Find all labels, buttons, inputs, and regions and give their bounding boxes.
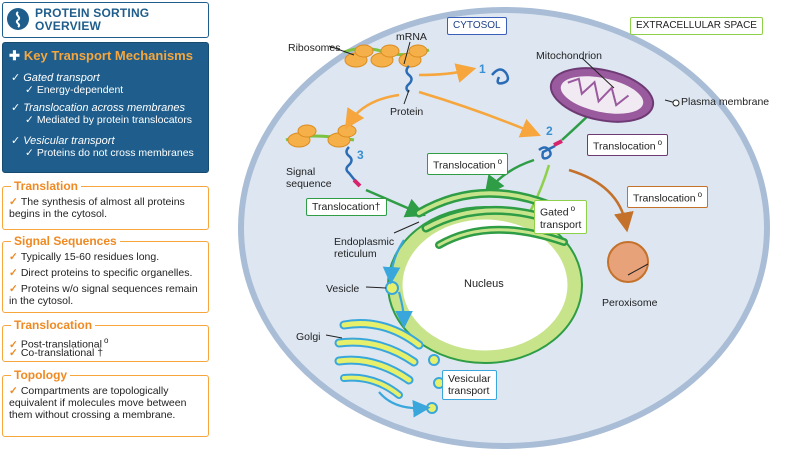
ribosomes-label: Ribosomes — [288, 42, 341, 54]
step-1-number: 1 — [479, 62, 486, 76]
mitochondrion — [549, 67, 655, 123]
sidebar: PROTEIN SORTING OVERVIEW ✚Key Transport … — [0, 0, 214, 450]
vesicle-label: Vesicle — [326, 283, 360, 295]
arrow-vesicle-to-golgi — [395, 291, 413, 329]
cytosolic-protein — [491, 68, 510, 85]
arrow-er-to-vesicle — [382, 239, 405, 285]
nucleus-label: Nucleus — [464, 278, 504, 290]
step-2-number: 2 — [546, 124, 553, 138]
signal-item-1: ✓Typically 15-60 residues long. — [9, 251, 160, 263]
key-sub-vesicular: ✓Proteins do not cross membranes — [25, 147, 194, 159]
signal-heading: Signal Sequences — [11, 234, 120, 248]
translocation-heading: Translocation — [11, 318, 96, 332]
arrow-to-mito-protein — [418, 90, 541, 138]
vesicle-4 — [426, 402, 438, 414]
mito-protein — [538, 144, 556, 160]
translation-item: ✓The synthesis of almost all proteins be… — [9, 196, 185, 220]
extracellular-label: EXTRACELLULAR SPACE — [630, 17, 763, 35]
page-title: PROTEIN SORTING OVERVIEW — [35, 6, 150, 33]
golgi-label: Golgi — [296, 331, 321, 343]
key-sub-gated: ✓Energy-dependent — [25, 84, 124, 96]
peroxisome-label: Peroxisome — [602, 297, 658, 309]
translation-heading: Translation — [11, 179, 82, 193]
protein-label: Protein — [390, 106, 424, 118]
topology-heading: Topology — [11, 368, 71, 382]
arrow-golgi-out — [378, 391, 431, 418]
cell-svg — [238, 7, 770, 449]
arrow-to-er-ribosomes — [344, 93, 400, 130]
ribosome-cluster-top — [343, 44, 430, 93]
signal-item-2: ✓Direct proteins to specific organelles. — [9, 267, 193, 279]
pointer-lines — [325, 41, 677, 339]
signal-item-3: ✓Proteins w/o signal sequences remain in… — [9, 283, 198, 307]
vesicle-2 — [428, 354, 440, 366]
arrow-to-peroxisome — [568, 168, 634, 233]
mrna-label: mRNA — [396, 31, 427, 43]
key-item-vesicular: ✓Vesicular transport — [11, 135, 115, 147]
plasma-membrane-label: Plasma membrane — [681, 96, 770, 108]
mitochondrion-label: Mitochondrion — [536, 50, 602, 62]
key-item-gated: ✓Gated transport — [11, 72, 100, 84]
key-item-translocation: ✓Translocation across membranes — [11, 102, 186, 114]
translocation-item-co: ✓Co-translational † — [9, 347, 104, 359]
vesicle-1 — [385, 281, 399, 295]
golgi-shape — [334, 319, 424, 399]
topology-item: ✓Compartments are topologically equivale… — [9, 385, 187, 421]
translation-section: Translation ✓The synthesis of almost all… — [2, 179, 209, 230]
title-box: PROTEIN SORTING OVERVIEW — [2, 2, 209, 38]
cell-diagram: CYTOSOL EXTRACELLULAR SPACE Ribosomes mR… — [214, 0, 800, 450]
step-3-number: 3 — [357, 148, 364, 162]
key-sub-translocation: ✓Mediated by protein translocators — [25, 114, 193, 126]
arrow-to-cytosol — [418, 63, 477, 83]
signal-sequences-section: Signal Sequences ✓Typically 15-60 residu… — [2, 234, 209, 313]
key-mechanisms-box: ✚Key Transport Mechanisms ✓Gated transpo… — [2, 42, 209, 173]
peroxisome-shape — [607, 241, 649, 283]
logo-icon — [7, 8, 29, 30]
cytosol-label: CYTOSOL — [447, 17, 507, 35]
translocation-label-er-co: Translocation† — [306, 198, 387, 216]
topology-section: Topology ✓Compartments are topologically… — [2, 368, 209, 437]
key-heading: ✚Key Transport Mechanisms — [9, 48, 193, 63]
arrow-to-er-co — [365, 188, 426, 218]
